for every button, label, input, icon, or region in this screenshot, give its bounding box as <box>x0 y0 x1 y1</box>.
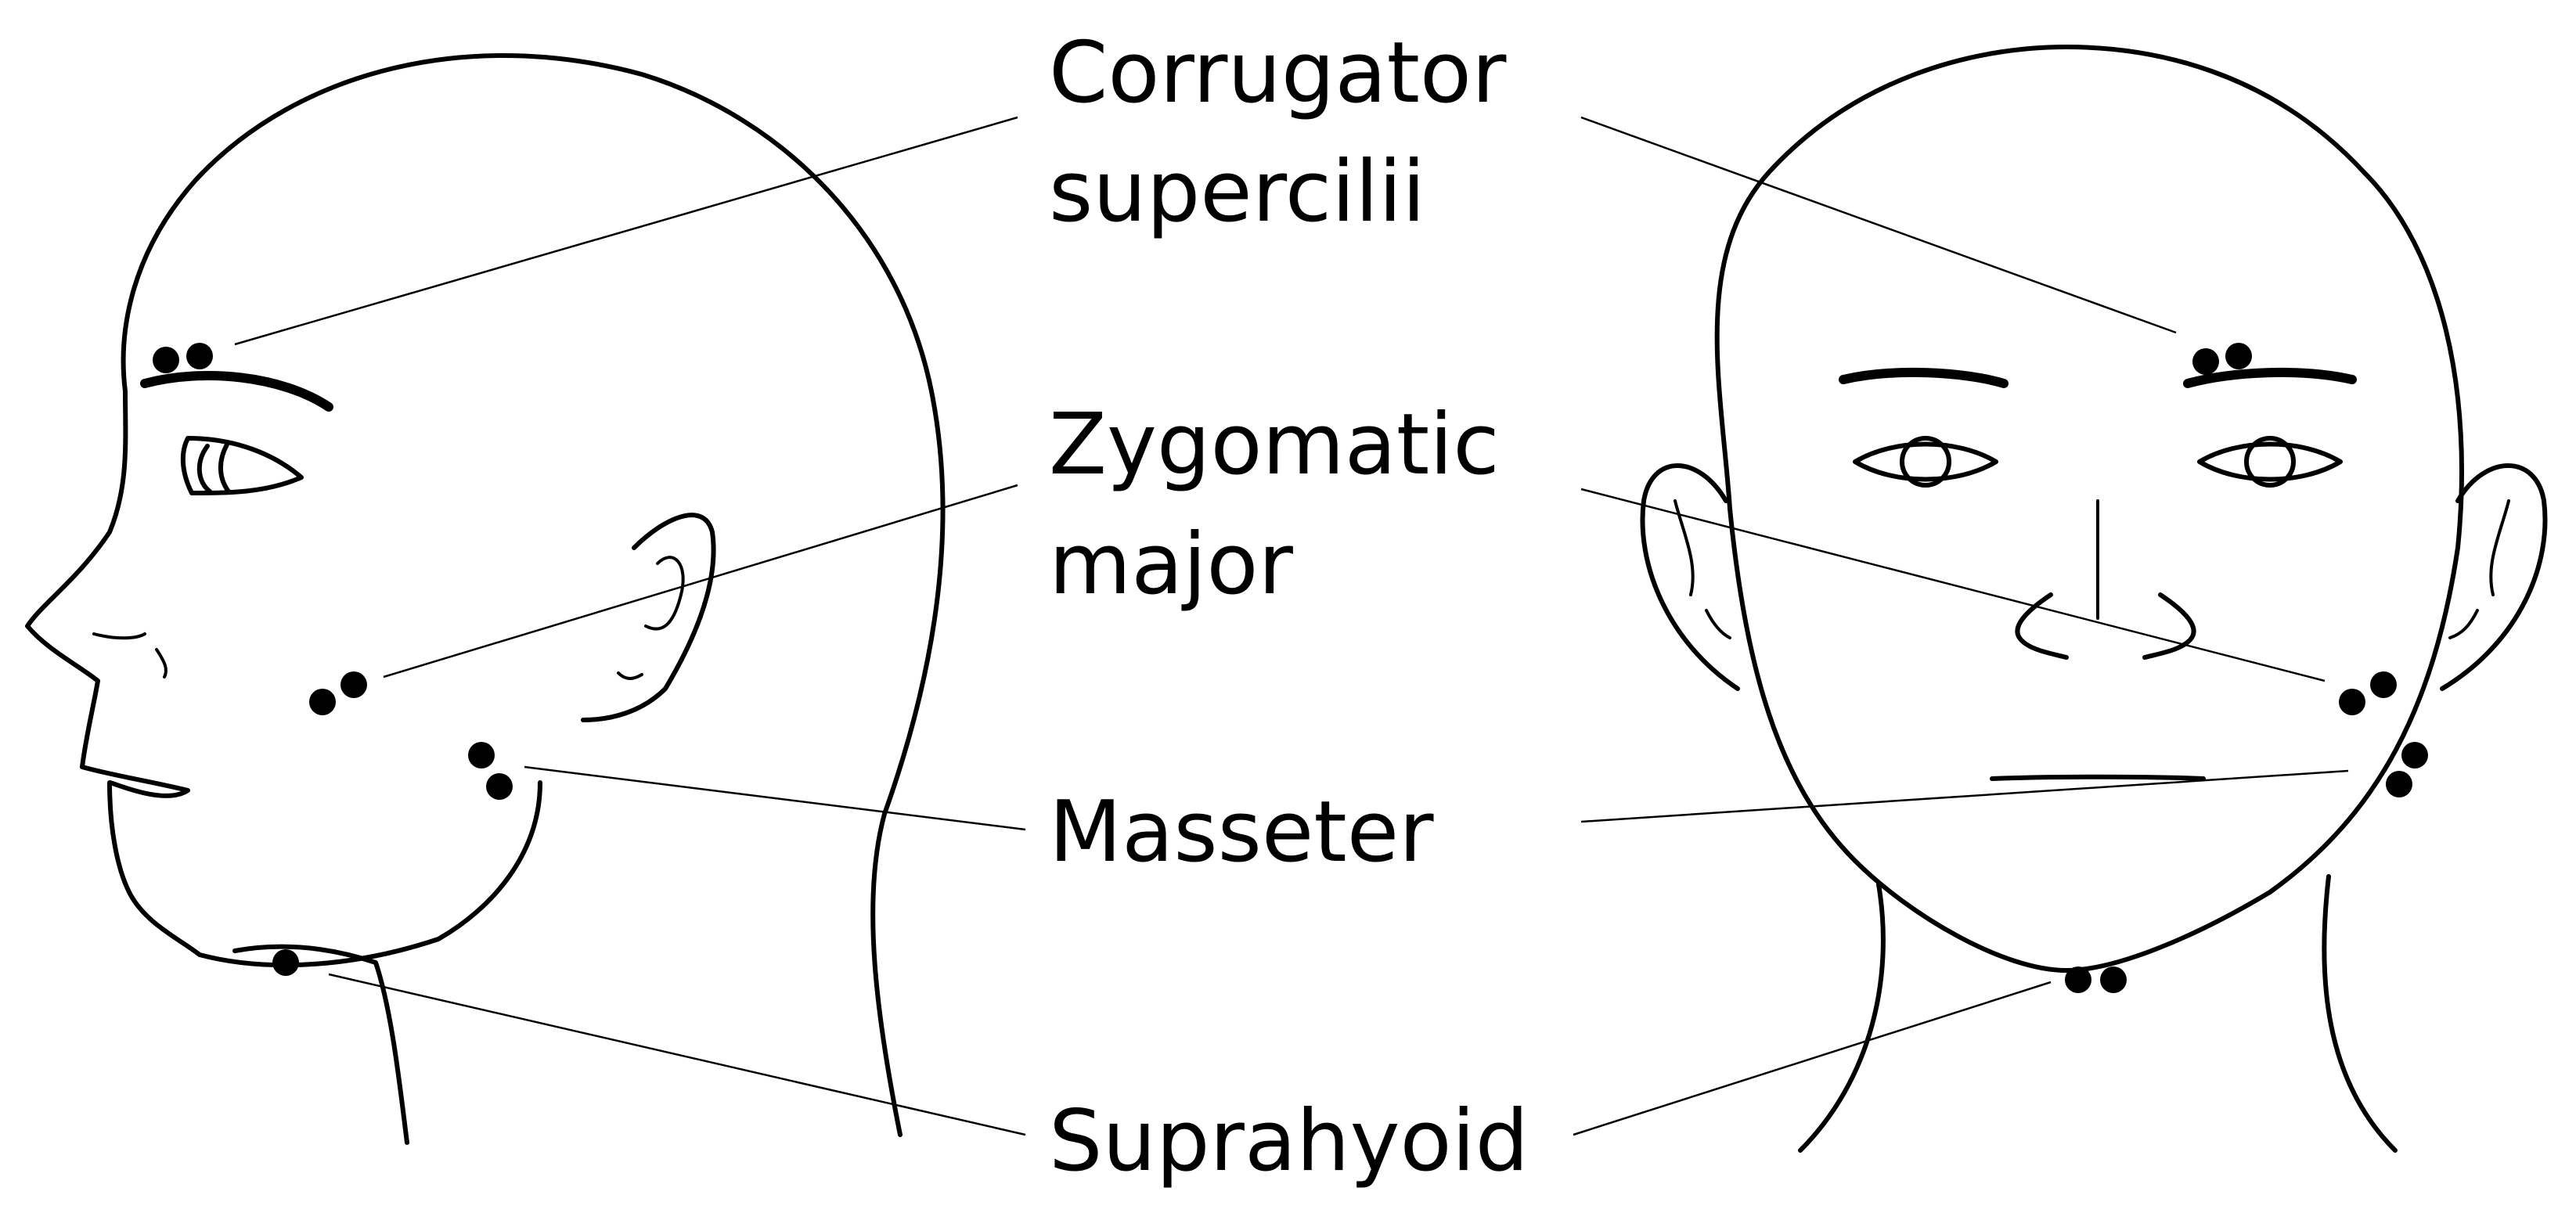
electrode-corrugator-frontal-2 <box>2225 343 2252 369</box>
frontal-mouth <box>1990 774 2206 781</box>
frontal-left-ear-inner <box>1673 499 1731 639</box>
electrode-zygomatic-profile-1 <box>309 689 336 715</box>
frontal-nose-left-nostril <box>2015 592 2069 660</box>
profile-eyebrow <box>140 371 333 412</box>
electrode-masseter-frontal-2 <box>2386 771 2412 797</box>
profile-ear-inner <box>617 556 685 680</box>
frontal-left-eyebrow <box>1839 367 2009 388</box>
electrode-zygomatic-frontal-1 <box>2339 689 2365 715</box>
label-corrugator-line2: supercilii <box>1049 143 1425 241</box>
profile-iris <box>196 442 231 494</box>
electrodes <box>153 343 2428 993</box>
label-corrugator-line1: Corrugator <box>1049 24 1507 122</box>
frontal-nose-right-nostril <box>2142 592 2196 660</box>
label-zygomatic-line2: major <box>1049 516 1293 614</box>
frontal-right-ear-inner <box>2448 499 2510 639</box>
frontal-right-ear <box>2440 463 2548 691</box>
electrode-corrugator-profile-1 <box>153 347 179 373</box>
electrode-suprahyoid-frontal-1 <box>2065 966 2091 993</box>
electrode-zygomatic-profile-2 <box>340 671 367 698</box>
frontal-head-outline <box>1714 45 2464 973</box>
electrode-masseter-profile-1 <box>468 742 495 768</box>
leader-zygomatic-right <box>1580 488 2326 682</box>
electrode-masseter-frontal-1 <box>2401 742 2428 768</box>
leader-corrugator-right <box>1580 116 2177 334</box>
electrode-suprahyoid-profile <box>272 949 299 976</box>
label-zygomatic-line1: Zygomatic <box>1049 396 1500 494</box>
leader-lines <box>234 116 2349 1136</box>
profile-head <box>25 52 946 1145</box>
label-masseter: Masseter <box>1049 783 1434 881</box>
frontal-neck-right <box>2322 874 2398 1153</box>
electrode-corrugator-frontal-1 <box>2192 348 2219 375</box>
leader-suprahyoid-left <box>328 973 1026 1136</box>
frontal-right-eye <box>2197 441 2343 482</box>
leader-masseter-left <box>524 765 1026 831</box>
electrode-suprahyoid-frontal-2 <box>2100 966 2127 993</box>
leader-masseter-right <box>1580 769 2349 823</box>
profile-head-outline <box>25 52 946 1137</box>
leader-corrugator-left <box>234 116 1018 346</box>
muscle-labels: Corrugator supercilii Zygomatic major Ma… <box>1049 24 1529 1190</box>
label-suprahyoid: Suprahyoid <box>1049 1092 1529 1190</box>
frontal-right-iris <box>2244 436 2296 488</box>
profile-ear <box>581 513 716 722</box>
electrode-corrugator-profile-2 <box>186 343 213 369</box>
profile-neck-front <box>232 944 409 1145</box>
leader-suprahyoid-right <box>1573 981 2052 1136</box>
electrode-zygomatic-frontal-2 <box>2370 671 2397 698</box>
electrode-masseter-profile-2 <box>486 773 513 800</box>
leader-zygomatic-left <box>383 484 1018 678</box>
profile-eye <box>180 436 304 495</box>
frontal-left-iris <box>1900 436 1951 488</box>
frontal-left-ear <box>1640 463 1740 691</box>
frontal-head <box>1640 45 2548 1153</box>
frontal-right-eyebrow <box>2183 367 2357 388</box>
frontal-neck-left <box>1798 882 1886 1153</box>
frontal-left-eye <box>1853 441 1998 482</box>
profile-nostril <box>92 632 168 678</box>
